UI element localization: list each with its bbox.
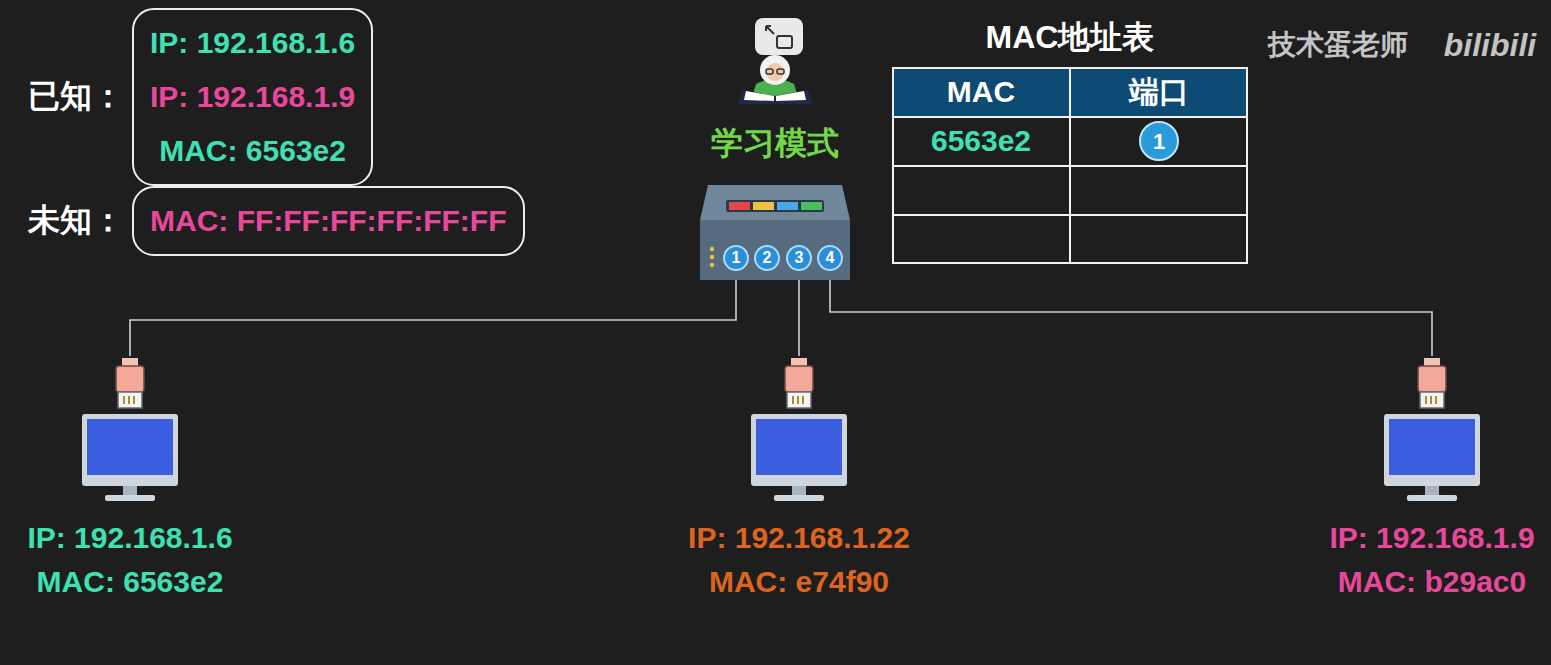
- table-cell: 6563e2: [931, 124, 1031, 158]
- port-number: 2: [756, 247, 778, 269]
- computer-icon: [75, 356, 185, 516]
- address-line: IP: 192.168.1.6: [150, 16, 355, 70]
- info-panel: 未知： MAC: FF:FF:FF:FF:FF:FF: [28, 186, 525, 256]
- switch-port: 3: [786, 245, 812, 271]
- ip-address: IP: 192.168.1.9: [1327, 516, 1536, 560]
- info-panel: 已知：IP: 192.168.1.6IP: 192.168.1.9MAC: 65…: [28, 8, 373, 186]
- network-switch: 学习模式1234: [700, 185, 850, 280]
- port-number: 4: [819, 247, 841, 269]
- port-number: 1: [725, 247, 747, 269]
- panel-heading: 已知：: [28, 75, 124, 119]
- ip-address: IP: 192.168.1.6: [25, 516, 234, 560]
- computer: IP: 192.168.1.22MAC: e74f90: [686, 356, 912, 604]
- computer: IP: 192.168.1.6MAC: 6563e2: [25, 356, 234, 604]
- address-line: MAC: FF:FF:FF:FF:FF:FF: [150, 194, 507, 248]
- mac-address: MAC: 6563e2: [25, 560, 234, 604]
- watermark: 技术蛋老师: [1268, 26, 1408, 64]
- teacher-icon: [738, 55, 812, 104]
- computer-icon: [1377, 356, 1487, 516]
- switch-port: 4: [817, 245, 843, 271]
- watermark: bilibili: [1444, 27, 1536, 64]
- address-line: IP: 192.168.1.9: [150, 70, 355, 124]
- port-number: 3: [788, 247, 810, 269]
- panel-border: IP: 192.168.1.6IP: 192.168.1.9MAC: 6563e…: [132, 8, 373, 186]
- panel-heading: 未知：: [28, 199, 124, 243]
- mac-table-grid: [893, 68, 1247, 263]
- table-header: 端口: [1129, 72, 1189, 113]
- mac-address: MAC: e74f90: [686, 560, 912, 604]
- network-cable: [130, 271, 736, 356]
- port-number-cell: 1: [1153, 129, 1165, 155]
- ip-address: IP: 192.168.1.22: [686, 516, 912, 560]
- network-cable: [830, 271, 1432, 356]
- table-title: MAC地址表: [986, 16, 1155, 60]
- address-line: MAC: 6563e2: [150, 124, 355, 178]
- computer: IP: 192.168.1.9MAC: b29ac0: [1327, 356, 1536, 604]
- table-header: MAC: [947, 75, 1015, 109]
- overlay-button: [755, 18, 803, 55]
- mac-address: MAC: b29ac0: [1327, 560, 1536, 604]
- computer-icon: [744, 356, 854, 516]
- network-cable: [798, 271, 800, 356]
- mode-label: 学习模式: [711, 125, 839, 161]
- switch-port: 2: [754, 245, 780, 271]
- panel-border: MAC: FF:FF:FF:FF:FF:FF: [132, 186, 525, 256]
- switch-port: 1: [723, 245, 749, 271]
